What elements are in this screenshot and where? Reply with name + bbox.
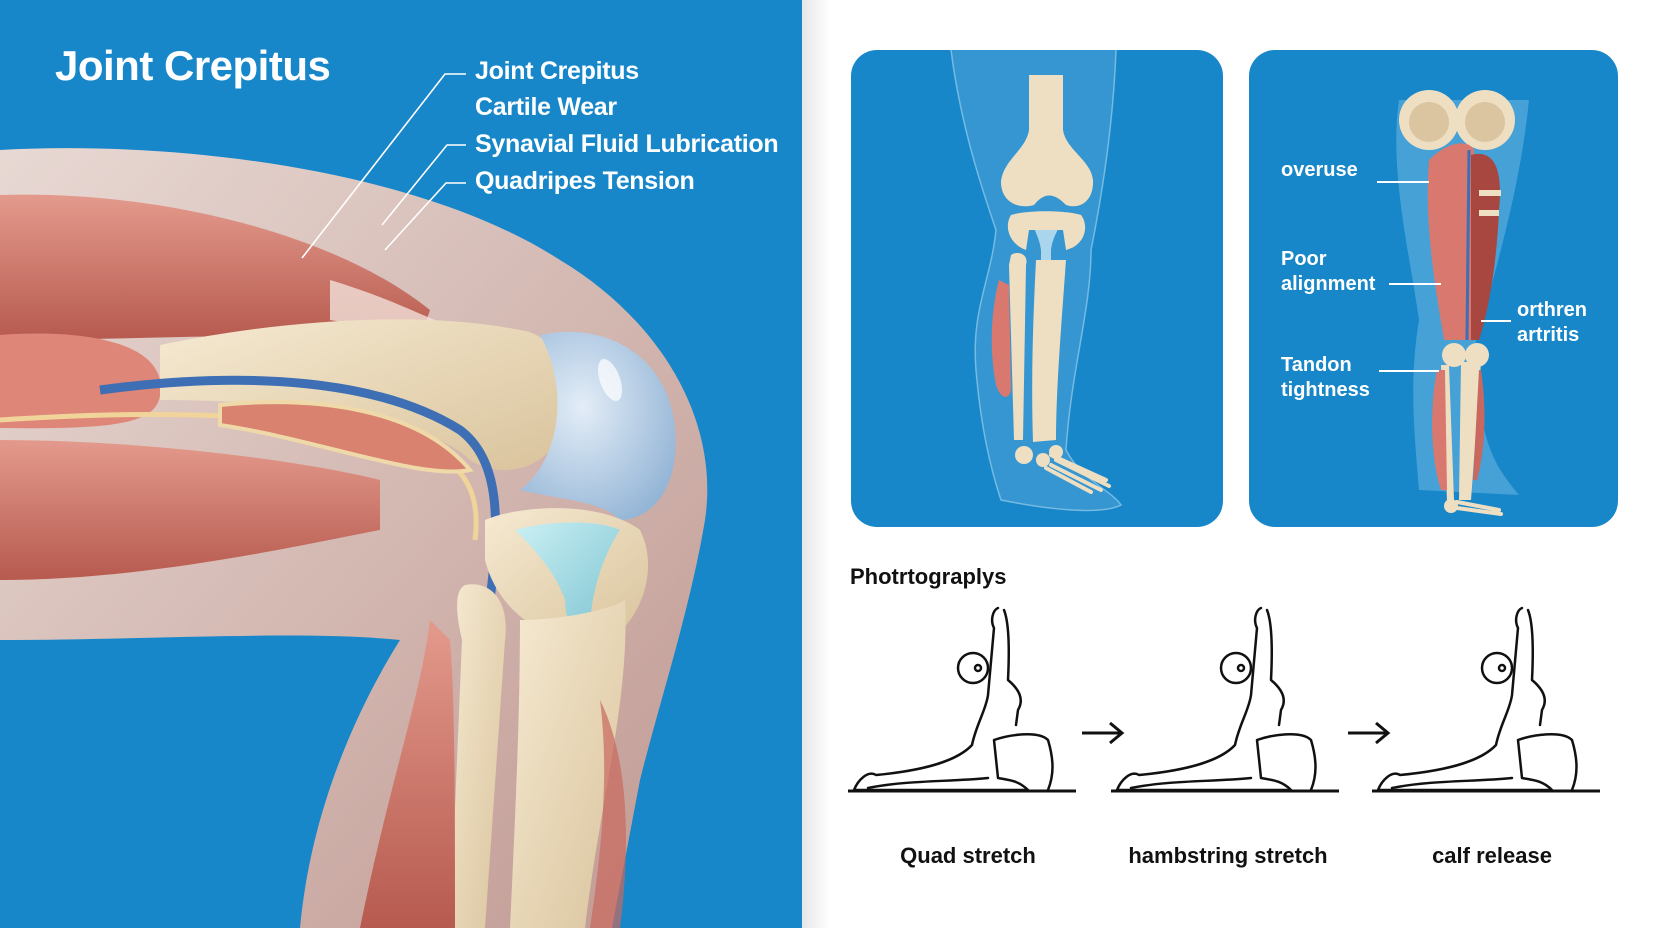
stretch-label-calf: calf release: [1432, 843, 1552, 868]
label-tandon-tightness: Tandon tightness: [1281, 354, 1370, 401]
label-orthren-artritis: orthren artritis: [1517, 299, 1587, 346]
arrow-right-icon: [1346, 720, 1394, 746]
leader-orthren-artritis: [1481, 320, 1511, 322]
stretch-label-hamstring: hambstring stretch: [1128, 843, 1328, 868]
page-title: Joint Crepitus: [55, 42, 331, 89]
leader-overuse: [1377, 181, 1429, 183]
callout-quadriceps-tension: Quadripes Tension: [475, 167, 695, 195]
stretch-figure-hamstring: [1111, 600, 1341, 820]
callout-joint-crepitus: Joint Crepitus: [475, 57, 639, 85]
leg-causes-card: overuse Poor alignment orthren artritis …: [1249, 50, 1618, 527]
knee-anatomy-illustration: [0, 73, 708, 928]
callout-synovial-fluid: Synavial Fluid Lubrication: [475, 130, 779, 158]
lunge-figure-icon: [1111, 606, 1339, 793]
panel-divider: [802, 0, 830, 928]
stretch-label-quad: Quad stretch: [900, 843, 1036, 868]
stretches-section-title: Photrtograplys: [850, 564, 1007, 589]
lunge-figure-icon: [1372, 606, 1600, 793]
leg-muscle-illustration: [1396, 90, 1529, 516]
stretch-figure-calf: [1372, 600, 1602, 820]
callout-cartilage-wear: Cartile Wear: [475, 93, 617, 121]
knee-anatomy-panel: Joint Crepitus Joint Crepitus Cartile We…: [0, 0, 802, 928]
callout-leader-lines: [301, 73, 466, 259]
label-poor-alignment: Poor alignment: [1281, 248, 1376, 295]
arrow-right-icon: [1080, 720, 1128, 746]
knee-skeleton-card: [851, 50, 1223, 527]
stretch-figure-quad: [848, 600, 1078, 820]
leg-skeleton-illustration: [950, 50, 1123, 512]
lunge-figure-icon: [848, 606, 1076, 793]
label-overuse: overuse: [1281, 159, 1358, 181]
leader-tandon-tightness: [1379, 370, 1439, 372]
leader-poor-alignment: [1389, 283, 1441, 285]
